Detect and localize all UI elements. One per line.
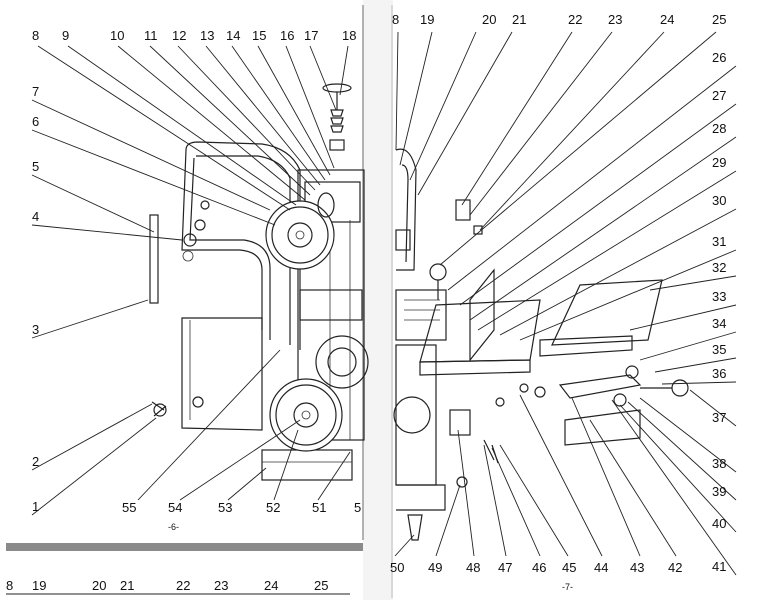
callout-label: 23 (214, 578, 228, 593)
callout-label: 54 (168, 500, 182, 515)
callout-label: 8 (32, 28, 39, 43)
callout-label: 26 (712, 50, 726, 65)
callout-label: 52 (266, 500, 280, 515)
callout-label: 19 (32, 578, 46, 593)
callout-label: 20 (482, 12, 496, 27)
callout-label: 7 (32, 84, 39, 99)
callout-label: 13 (200, 28, 214, 43)
tension-knob (322, 83, 352, 151)
upper-wheel (265, 192, 335, 270)
right-motor-body (393, 289, 447, 541)
left-side-callouts: 7 6 5 4 3 2 1 (32, 84, 39, 514)
callout-label: 22 (176, 578, 190, 593)
callout-label: 28 (712, 121, 726, 136)
page-number-right: -7- (562, 582, 573, 592)
callout-label: 2 (32, 454, 39, 469)
callout-label: 5 (32, 159, 39, 174)
callout-label: 15 (252, 28, 266, 43)
left-side-leaders (31, 99, 276, 516)
left-top-callouts: 8 9 10 11 12 13 14 15 16 17 18 (32, 28, 356, 43)
callout-label: 4 (32, 209, 39, 224)
callout-label: 22 (568, 12, 582, 27)
callout-label: 9 (62, 28, 69, 43)
divider-bar (6, 543, 363, 551)
left-bottom-callouts: 55 54 53 52 51 5 (122, 500, 361, 515)
page-number-left: -6- (168, 522, 179, 532)
callout-label: 40 (712, 516, 726, 531)
callout-label: 35 (712, 342, 726, 357)
callout-label: 24 (264, 578, 278, 593)
callout-label: 25 (314, 578, 328, 593)
callout-label: 23 (608, 12, 622, 27)
callout-label: 19 (420, 12, 434, 27)
callout-label: 14 (226, 28, 240, 43)
callout-label: 32 (712, 260, 726, 275)
callout-label: 25 (712, 12, 726, 27)
right-side-callouts: 26 27 28 29 30 31 32 33 34 35 36 37 38 3… (712, 50, 726, 574)
callout-label: 42 (668, 560, 682, 575)
right-small-parts (449, 199, 505, 488)
callout-label: 8 (392, 12, 399, 27)
lower-wheel (269, 378, 343, 452)
callout-label: 24 (660, 12, 674, 27)
callout-label: 5 (354, 500, 361, 515)
saw-table (419, 263, 541, 376)
callout-label: 8 (6, 578, 13, 593)
callout-label: 33 (712, 289, 726, 304)
callout-label: 41 (712, 559, 726, 574)
callout-label: 3 (32, 322, 39, 337)
next-page-strip: 8 19 20 21 22 23 24 25 (6, 578, 350, 595)
callout-label: 53 (218, 500, 232, 515)
callout-label: 55 (122, 500, 136, 515)
right-bottom-leaders (394, 394, 677, 557)
callout-label: 30 (712, 193, 726, 208)
callout-label: 49 (428, 560, 442, 575)
right-bottom-callouts: 50 49 48 47 46 45 44 43 42 (390, 560, 682, 575)
callout-label: 21 (120, 578, 134, 593)
callout-label: 48 (466, 560, 480, 575)
callout-label: 39 (712, 484, 726, 499)
left-top-leaders (37, 45, 349, 211)
fence-rail-assembly (519, 279, 689, 446)
callout-label: 17 (304, 28, 318, 43)
callout-label: 16 (280, 28, 294, 43)
callout-label: 1 (32, 499, 39, 514)
callout-label: 12 (172, 28, 186, 43)
callout-label: 50 (390, 560, 404, 575)
callout-label: 29 (712, 155, 726, 170)
callout-label: 44 (594, 560, 608, 575)
callout-label: 38 (712, 456, 726, 471)
right-frame-arm (395, 148, 417, 271)
right-top-callouts: 8 19 20 21 22 23 24 25 (392, 12, 726, 27)
left-bottom-leaders (137, 349, 351, 501)
callout-label: 10 (110, 28, 124, 43)
callout-label: 21 (512, 12, 526, 27)
callout-label: 43 (630, 560, 644, 575)
callout-label: 6 (32, 114, 39, 129)
callout-label: 36 (712, 366, 726, 381)
callout-label: 34 (712, 316, 726, 331)
right-side-leaders (447, 65, 737, 576)
callout-label: 11 (144, 28, 158, 43)
callout-label: 51 (312, 500, 326, 515)
callout-label: 27 (712, 88, 726, 103)
callout-label: 45 (562, 560, 576, 575)
callout-label: 18 (342, 28, 356, 43)
page-gutter (363, 0, 393, 600)
left-small-parts (149, 200, 210, 417)
callout-label: 20 (92, 578, 106, 593)
callout-label: 31 (712, 234, 726, 249)
callout-label: 37 (712, 410, 726, 425)
right-top-leaders (395, 31, 717, 266)
callout-label: 46 (532, 560, 546, 575)
callout-label: 47 (498, 560, 512, 575)
